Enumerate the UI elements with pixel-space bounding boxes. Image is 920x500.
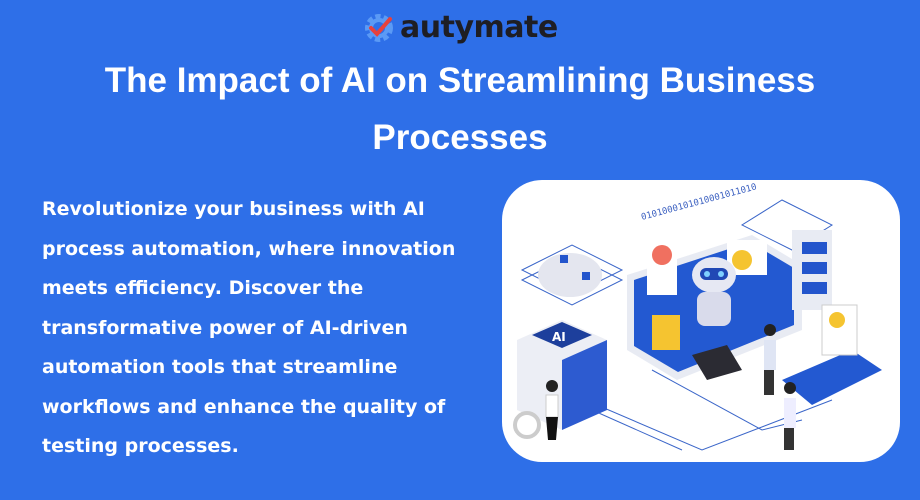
binary-text: 0101000101010001011010 [640,182,758,223]
brand-name: autymate [400,10,558,45]
gear-check-icon [365,14,393,42]
illustration-card: AI 0101000101010001011010 [502,180,900,462]
ai-badge: AI [552,330,566,344]
brand-logo: autymate [362,10,558,46]
description: Revolutionize your business with AI proc… [42,198,456,457]
page-title: The Impact of AI on Streamlining Busines… [104,61,816,157]
ai-automation-illustration: AI 0101000101010001011010 [513,182,882,451]
